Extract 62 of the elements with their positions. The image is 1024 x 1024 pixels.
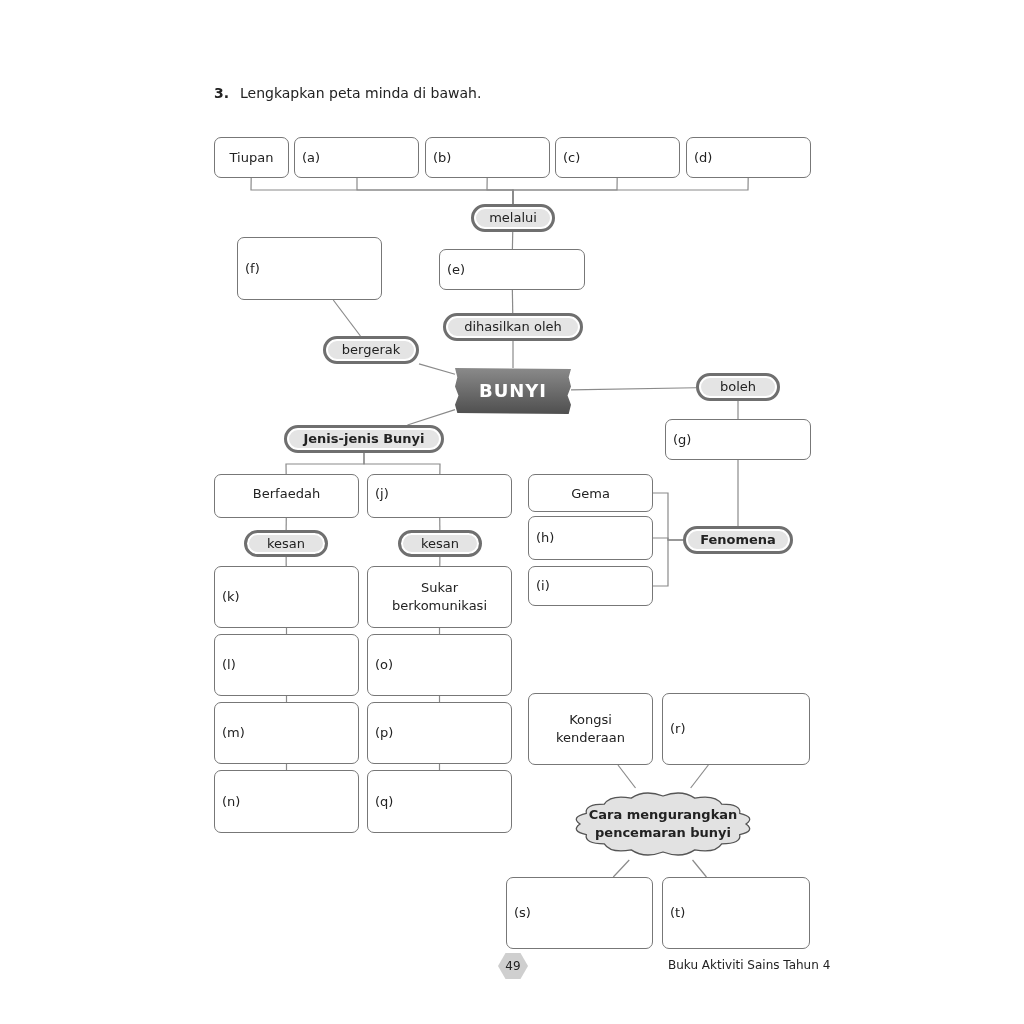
answer-box: (f)	[237, 237, 382, 300]
connector-line	[511, 231, 514, 250]
connector-line	[439, 517, 441, 531]
answer-box: (g)	[665, 419, 811, 460]
footer-text: Buku Aktiviti Sains Tahun 4	[668, 958, 831, 972]
connector-line	[363, 452, 441, 475]
connector-line	[690, 764, 709, 789]
linking-word-tag: kesan	[398, 530, 482, 557]
connector-line	[512, 340, 514, 369]
linking-word-tag: bergerak	[323, 336, 419, 364]
connector-line	[612, 859, 630, 878]
answer-box: (j)	[367, 474, 512, 518]
connector-line	[285, 517, 287, 531]
answer-box: Berfaedah	[214, 474, 359, 518]
answer-box: (s)	[506, 877, 653, 949]
page-number: 49	[498, 953, 528, 979]
linking-word-tag: Jenis-jenis Bunyi	[284, 425, 444, 453]
answer-box: (b)	[425, 137, 550, 178]
answer-box: (h)	[528, 516, 653, 560]
answer-box: (a)	[294, 137, 419, 178]
connector-line	[285, 627, 288, 635]
answer-box: (l)	[214, 634, 359, 696]
answer-box: (e)	[439, 249, 585, 290]
answer-box: (q)	[367, 770, 512, 833]
central-topic-plank: BUNYI	[455, 368, 571, 414]
connector-line	[439, 556, 441, 567]
answer-box: (o)	[367, 634, 512, 696]
connector-line	[570, 387, 697, 391]
connector-line	[438, 763, 441, 771]
connector-line	[285, 556, 287, 567]
connector-line	[438, 695, 441, 703]
answer-box: Tiupan	[214, 137, 289, 178]
instruction-text: Lengkapkan peta minda di bawah.	[240, 85, 482, 101]
connector-line	[406, 409, 456, 426]
connector-line	[691, 859, 708, 878]
connector-line	[652, 539, 684, 587]
connector-line	[511, 289, 514, 314]
answer-box: Sukar berkomunikasi	[367, 566, 512, 628]
connector-line	[438, 627, 441, 635]
answer-box: (d)	[686, 137, 811, 178]
connector-line	[737, 400, 739, 420]
connector-line	[332, 299, 362, 337]
answer-box: (c)	[555, 137, 680, 178]
question-number: 3.	[214, 85, 230, 101]
linking-word-tag: melalui	[471, 204, 555, 232]
answer-box: (p)	[367, 702, 512, 764]
connector-line	[617, 764, 637, 789]
connector-line	[285, 695, 288, 703]
answer-box: Kongsi kenderaan	[528, 693, 653, 765]
answer-box: (i)	[528, 566, 653, 606]
connector-line	[285, 763, 288, 771]
answer-box: Gema	[528, 474, 653, 512]
answer-box: (m)	[214, 702, 359, 764]
linking-word-tag: Fenomena	[683, 526, 793, 554]
answer-box: (k)	[214, 566, 359, 628]
answer-box: (r)	[662, 693, 810, 765]
answer-box: (t)	[662, 877, 810, 949]
connector-line	[418, 363, 456, 375]
linking-word-tag: boleh	[696, 373, 780, 401]
linking-word-tag: dihasilkan oleh	[443, 313, 583, 341]
linking-word-tag: kesan	[244, 530, 328, 557]
answer-box: (n)	[214, 770, 359, 833]
